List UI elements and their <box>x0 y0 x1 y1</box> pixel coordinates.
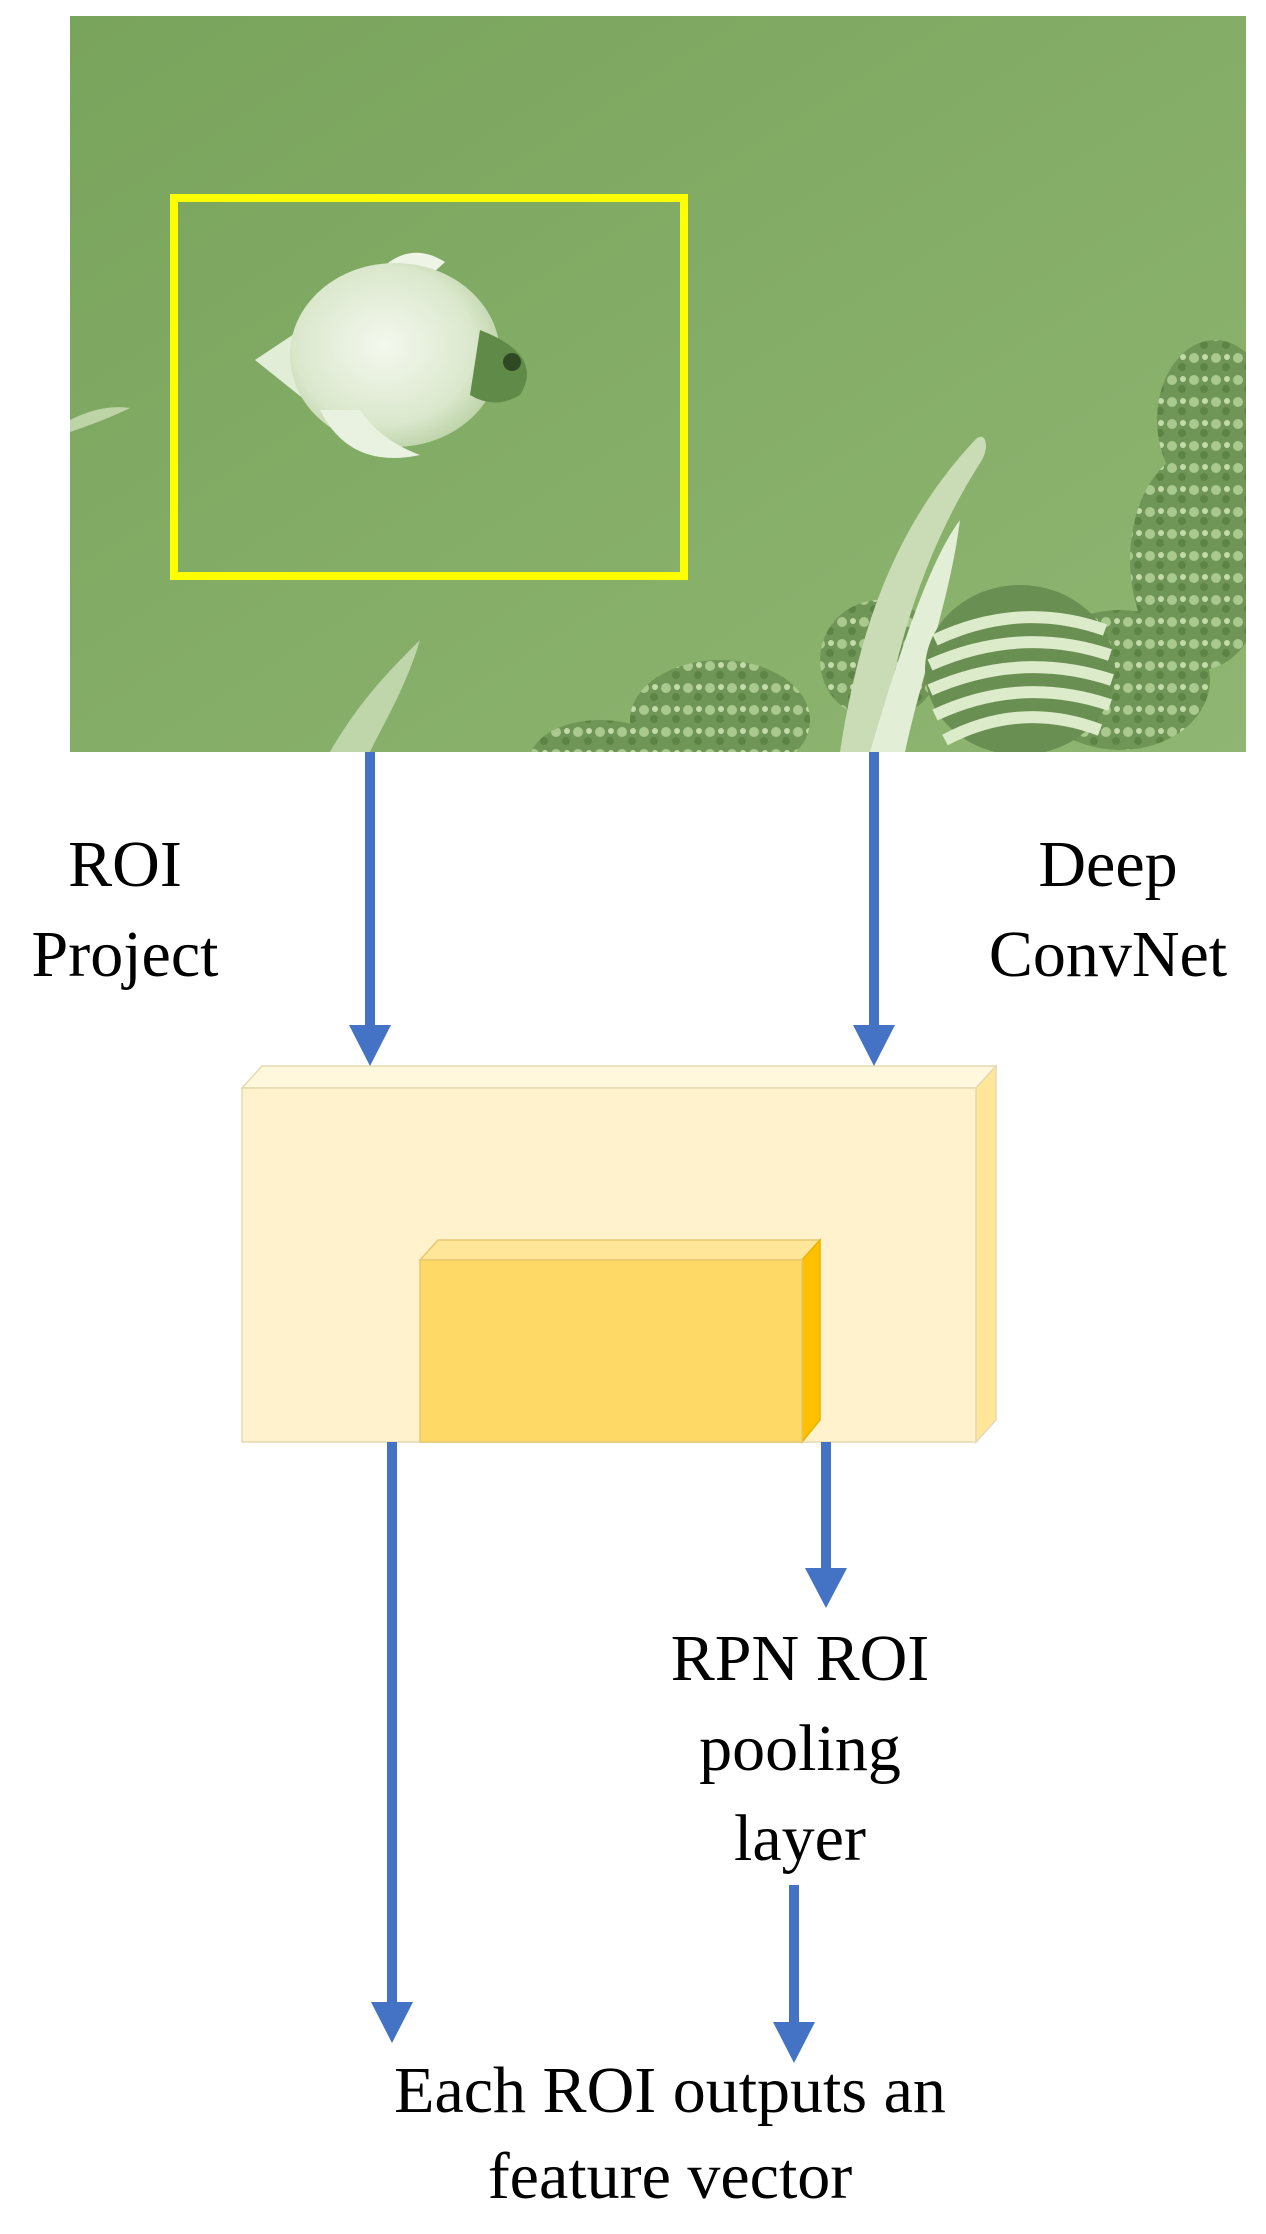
roi-project-line2: Project <box>31 918 219 991</box>
seaweed <box>70 407 986 752</box>
rpn-roi-pooling-label: RPN ROI pooling layer <box>600 1614 1000 1884</box>
arrow-rpn-to-output <box>773 1885 815 2063</box>
arrow-roi-project <box>349 752 391 1066</box>
arrows <box>349 752 895 2063</box>
roi-block-side <box>801 1238 821 1445</box>
output-label: Each ROI outputs an feature vector <box>260 2048 1080 2220</box>
roi-project-line1: ROI <box>68 828 182 901</box>
arrow-to-rpn <box>805 1442 847 1608</box>
output-line2: feature vector <box>487 2140 853 2213</box>
deep-convnet-line2: ConvNet <box>988 918 1228 991</box>
butterfly-fish <box>255 252 527 458</box>
coral-right <box>1030 340 1246 750</box>
deep-convnet-label: Deep ConvNet <box>958 820 1258 1000</box>
arrow-deep-convnet <box>853 752 895 1066</box>
deep-convnet-line1: Deep <box>1038 828 1178 901</box>
roi-region-block <box>418 1238 822 1445</box>
rpn-line2: pooling <box>699 1712 901 1785</box>
feature-map-top <box>240 1065 998 1089</box>
roi-block-front <box>419 1259 803 1443</box>
output-line1: Each ROI outputs an <box>394 2054 946 2127</box>
rpn-line3: layer <box>734 1802 866 1875</box>
rpn-line1: RPN ROI <box>670 1622 930 1695</box>
arrow-left-to-output <box>371 1442 413 2043</box>
underwater-fish-photo <box>70 16 1246 752</box>
roi-block-top <box>418 1239 822 1261</box>
roi-bounding-box <box>170 194 688 580</box>
roi-project-label: ROI Project <box>10 820 240 1000</box>
feature-map-side <box>975 1064 997 1444</box>
striped-fish <box>925 585 1115 752</box>
